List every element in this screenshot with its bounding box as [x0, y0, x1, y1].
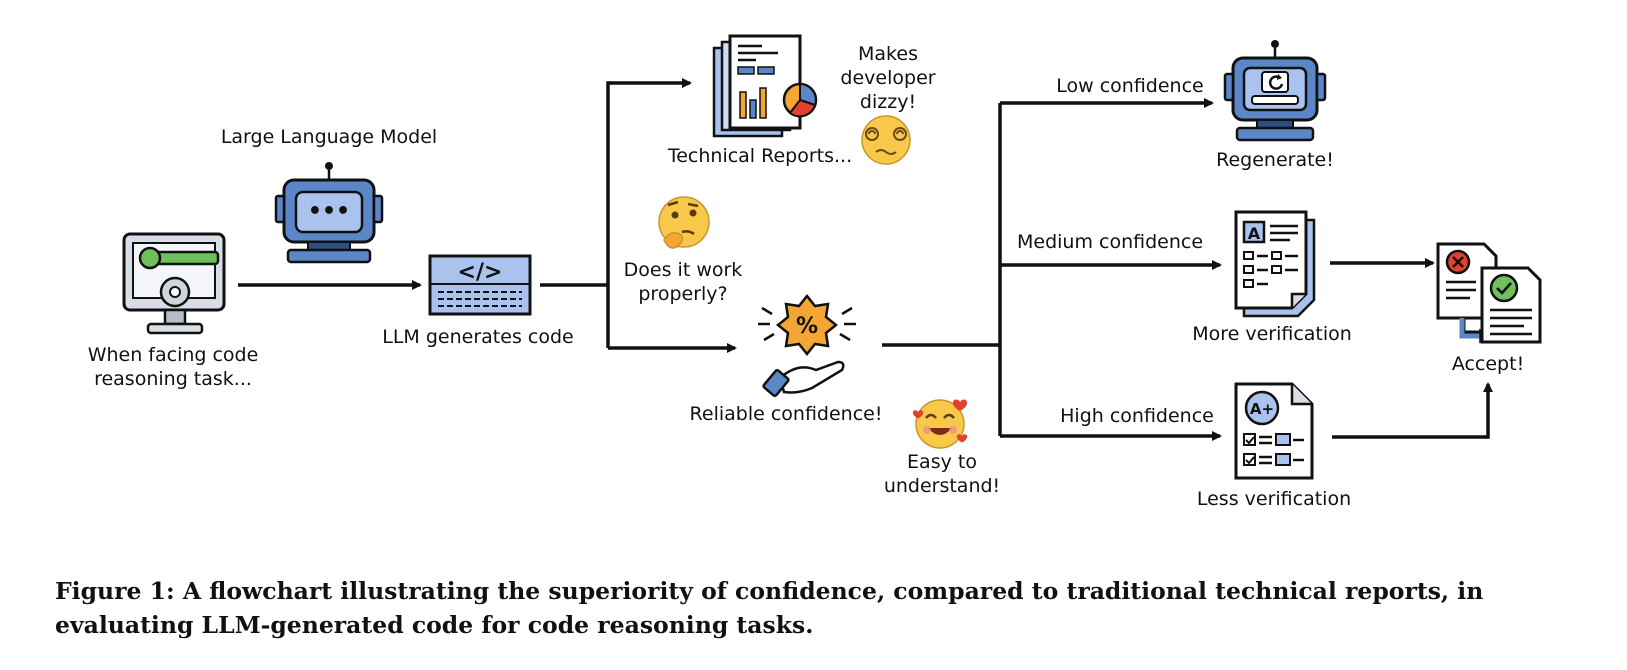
confidence-badge-icon: %: [758, 293, 856, 398]
reports-label: Technical Reports...: [667, 145, 852, 167]
reports-icon: [712, 34, 818, 138]
accept-label: Accept!: [1452, 353, 1524, 375]
high-confidence-label: High confidence: [1060, 405, 1214, 427]
dizzy-label-line2: developer: [840, 67, 935, 89]
thinking-face-icon: [658, 196, 710, 249]
task-label-line1: When facing code: [88, 344, 259, 366]
percent-glyph: %: [796, 314, 818, 339]
code-tag-glyph: </>: [458, 260, 503, 285]
regenerate-robot-icon: [1223, 40, 1327, 142]
generates-label: LLM generates code: [382, 326, 573, 348]
more-verification-doc-icon: A: [1234, 210, 1316, 318]
less-verification-doc-icon: A+: [1234, 382, 1314, 480]
figure-caption: Figure 1: A flowchart illustrating the s…: [55, 577, 1484, 639]
easy-label-line2: understand!: [884, 475, 1000, 497]
monitor-gear-icon: [122, 232, 226, 335]
accept-docs-icon: [1436, 242, 1542, 344]
dizzy-label-line3: dizzy!: [860, 91, 916, 113]
dizzy-label-line1: Makes: [858, 43, 918, 65]
easy-label-line1: Easy to: [907, 451, 977, 473]
smiling-hearts-face-icon: [912, 399, 968, 449]
doc-a-glyph: A: [1248, 224, 1261, 243]
question-label-line2: properly?: [638, 283, 727, 305]
more-verification-label: More verification: [1192, 323, 1352, 345]
dizzy-face-icon: [861, 115, 911, 165]
robot-icon: •••: [274, 162, 384, 264]
less-verification-label: Less verification: [1197, 488, 1351, 510]
llm-label: Large Language Model: [221, 126, 437, 148]
connectors: [238, 78, 1493, 441]
doc-aplus-glyph: A+: [1250, 400, 1274, 418]
robot-eyes-glyph: •••: [308, 199, 350, 224]
medium-confidence-label: Medium confidence: [1017, 231, 1203, 253]
low-confidence-label: Low confidence: [1056, 75, 1203, 97]
question-label-line1: Does it work: [624, 259, 743, 281]
task-label-line2: reasoning task...: [94, 368, 252, 390]
arrow-less-to-accept: [1332, 382, 1493, 439]
reliable-label: Reliable confidence!: [690, 403, 883, 425]
arrow-to-reports: [606, 78, 692, 348]
regenerate-label: Regenerate!: [1216, 149, 1334, 171]
code-window-icon: </>: [428, 254, 532, 316]
